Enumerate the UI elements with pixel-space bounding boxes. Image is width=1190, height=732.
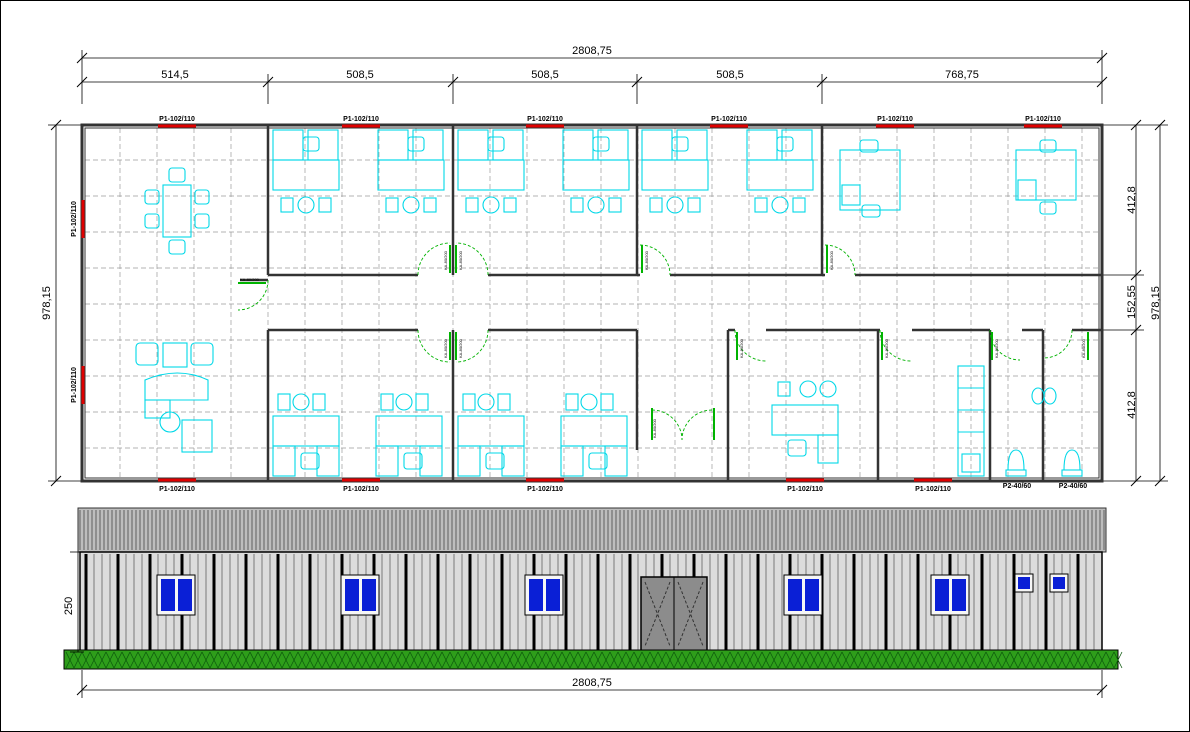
right-dimension-lines [1102, 119, 1168, 487]
svg-text:KA-80/200: KA-80/200 [644, 250, 649, 270]
door-swings [237, 242, 1089, 441]
dim-right-corridor: 152,55 [1126, 285, 1138, 319]
door-codes: KA-80/200 KA-80/200 KA-80/200 KA-80/200 … [240, 250, 1086, 438]
kitchen-unit [957, 365, 985, 477]
office-desks [272, 129, 814, 477]
svg-text:KA-80/200: KA-80/200 [458, 338, 463, 358]
dim-overall-top: 2808,75 [572, 45, 612, 57]
top-dimension-lines [76, 50, 1108, 104]
svg-text:P1-102/110: P1-102/110 [527, 486, 563, 493]
dim-segment-5: 768,75 [945, 69, 979, 81]
window-labels: P1-102/110 P1-102/110 P1-102/110 P1-102/… [71, 116, 1087, 493]
dim-overall-bottom: 2808,75 [572, 677, 612, 689]
svg-text:P1-102/110: P1-102/110 [711, 116, 747, 123]
svg-text:P1-102/110: P1-102/110 [159, 486, 195, 493]
svg-text:P2-40/60: P2-40/60 [1003, 483, 1032, 490]
dim-segment-3: 508,5 [531, 69, 559, 81]
elevation-dimensions [70, 551, 1108, 698]
svg-text:KA-80/200: KA-80/200 [240, 277, 260, 282]
svg-text:P1-102/110: P1-102/110 [71, 201, 78, 237]
svg-text:P1-102/110: P1-102/110 [343, 486, 379, 493]
svg-text:KA-80/200: KA-80/200 [829, 250, 834, 270]
dim-left-height: 978,15 [41, 286, 53, 320]
svg-text:P1-102/110: P1-102/110 [343, 116, 379, 123]
manager-desk-2 [1015, 139, 1077, 215]
left-dimension-line [48, 119, 82, 487]
svg-text:P1-102/110: P1-102/110 [915, 486, 951, 493]
furniture [135, 129, 1083, 477]
lounge-set [135, 342, 214, 453]
svg-text:KA-80/200: KA-80/200 [443, 338, 448, 358]
roof-ribs [79, 510, 1105, 550]
svg-text:P1-102/110: P1-102/110 [1025, 116, 1061, 123]
manager-desk-1 [839, 139, 901, 218]
svg-text:KA-80/200: KA-80/200 [652, 418, 657, 438]
svg-text:P1-102/110: P1-102/110 [877, 116, 913, 123]
svg-text:KA-80/200: KA-80/200 [884, 338, 889, 358]
svg-text:KA-80/200: KA-80/200 [1081, 338, 1086, 358]
dim-right-top: 412,8 [1126, 186, 1138, 214]
dim-segment-1: 514,5 [161, 69, 189, 81]
svg-text:P1-102/110: P1-102/110 [159, 116, 195, 123]
elevation [63, 507, 1123, 670]
dim-right-total: 978,15 [1150, 286, 1162, 320]
svg-text:P1-102/110: P1-102/110 [787, 486, 823, 493]
facade-door [640, 576, 708, 652]
dim-segment-4: 508,5 [716, 69, 744, 81]
facade-windows [156, 573, 1069, 616]
bathroom-fixtures [1005, 387, 1083, 477]
window-marks [81, 124, 1062, 482]
ground-hatch [65, 651, 1123, 669]
svg-text:P1-102/110: P1-102/110 [71, 367, 78, 403]
svg-text:KA-80/200: KA-80/200 [739, 338, 744, 358]
dim-elevation-height: 250 [63, 597, 75, 615]
meeting-table [144, 167, 210, 255]
svg-text:P1-102/110: P1-102/110 [527, 116, 563, 123]
svg-text:KA-80/200: KA-80/200 [443, 250, 448, 270]
svg-text:KA-80/200: KA-80/200 [458, 250, 463, 270]
plan-area [80, 123, 1104, 483]
svg-text:KA-80/200: KA-80/200 [994, 338, 999, 358]
interior-walls [240, 125, 1102, 481]
dim-right-bottom: 412,8 [1126, 391, 1138, 419]
svg-text:P2-40/60: P2-40/60 [1059, 483, 1088, 490]
office-desk-bottom-right [771, 380, 839, 464]
dim-segment-2: 508,5 [346, 69, 374, 81]
